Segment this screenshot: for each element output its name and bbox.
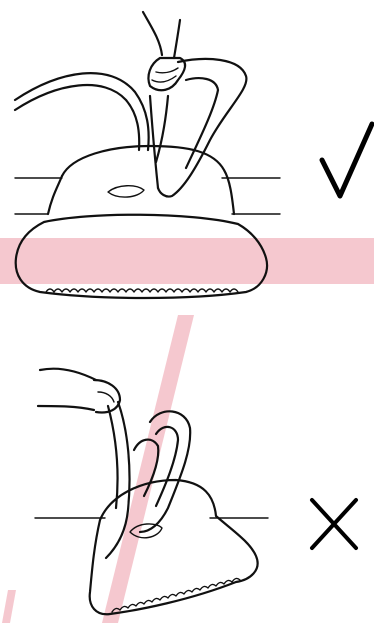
incorrect-lifting-panel	[0, 310, 374, 623]
cross-mark-icon	[0, 310, 374, 623]
check-mark-icon	[0, 0, 374, 310]
correct-lifting-panel	[0, 0, 374, 310]
